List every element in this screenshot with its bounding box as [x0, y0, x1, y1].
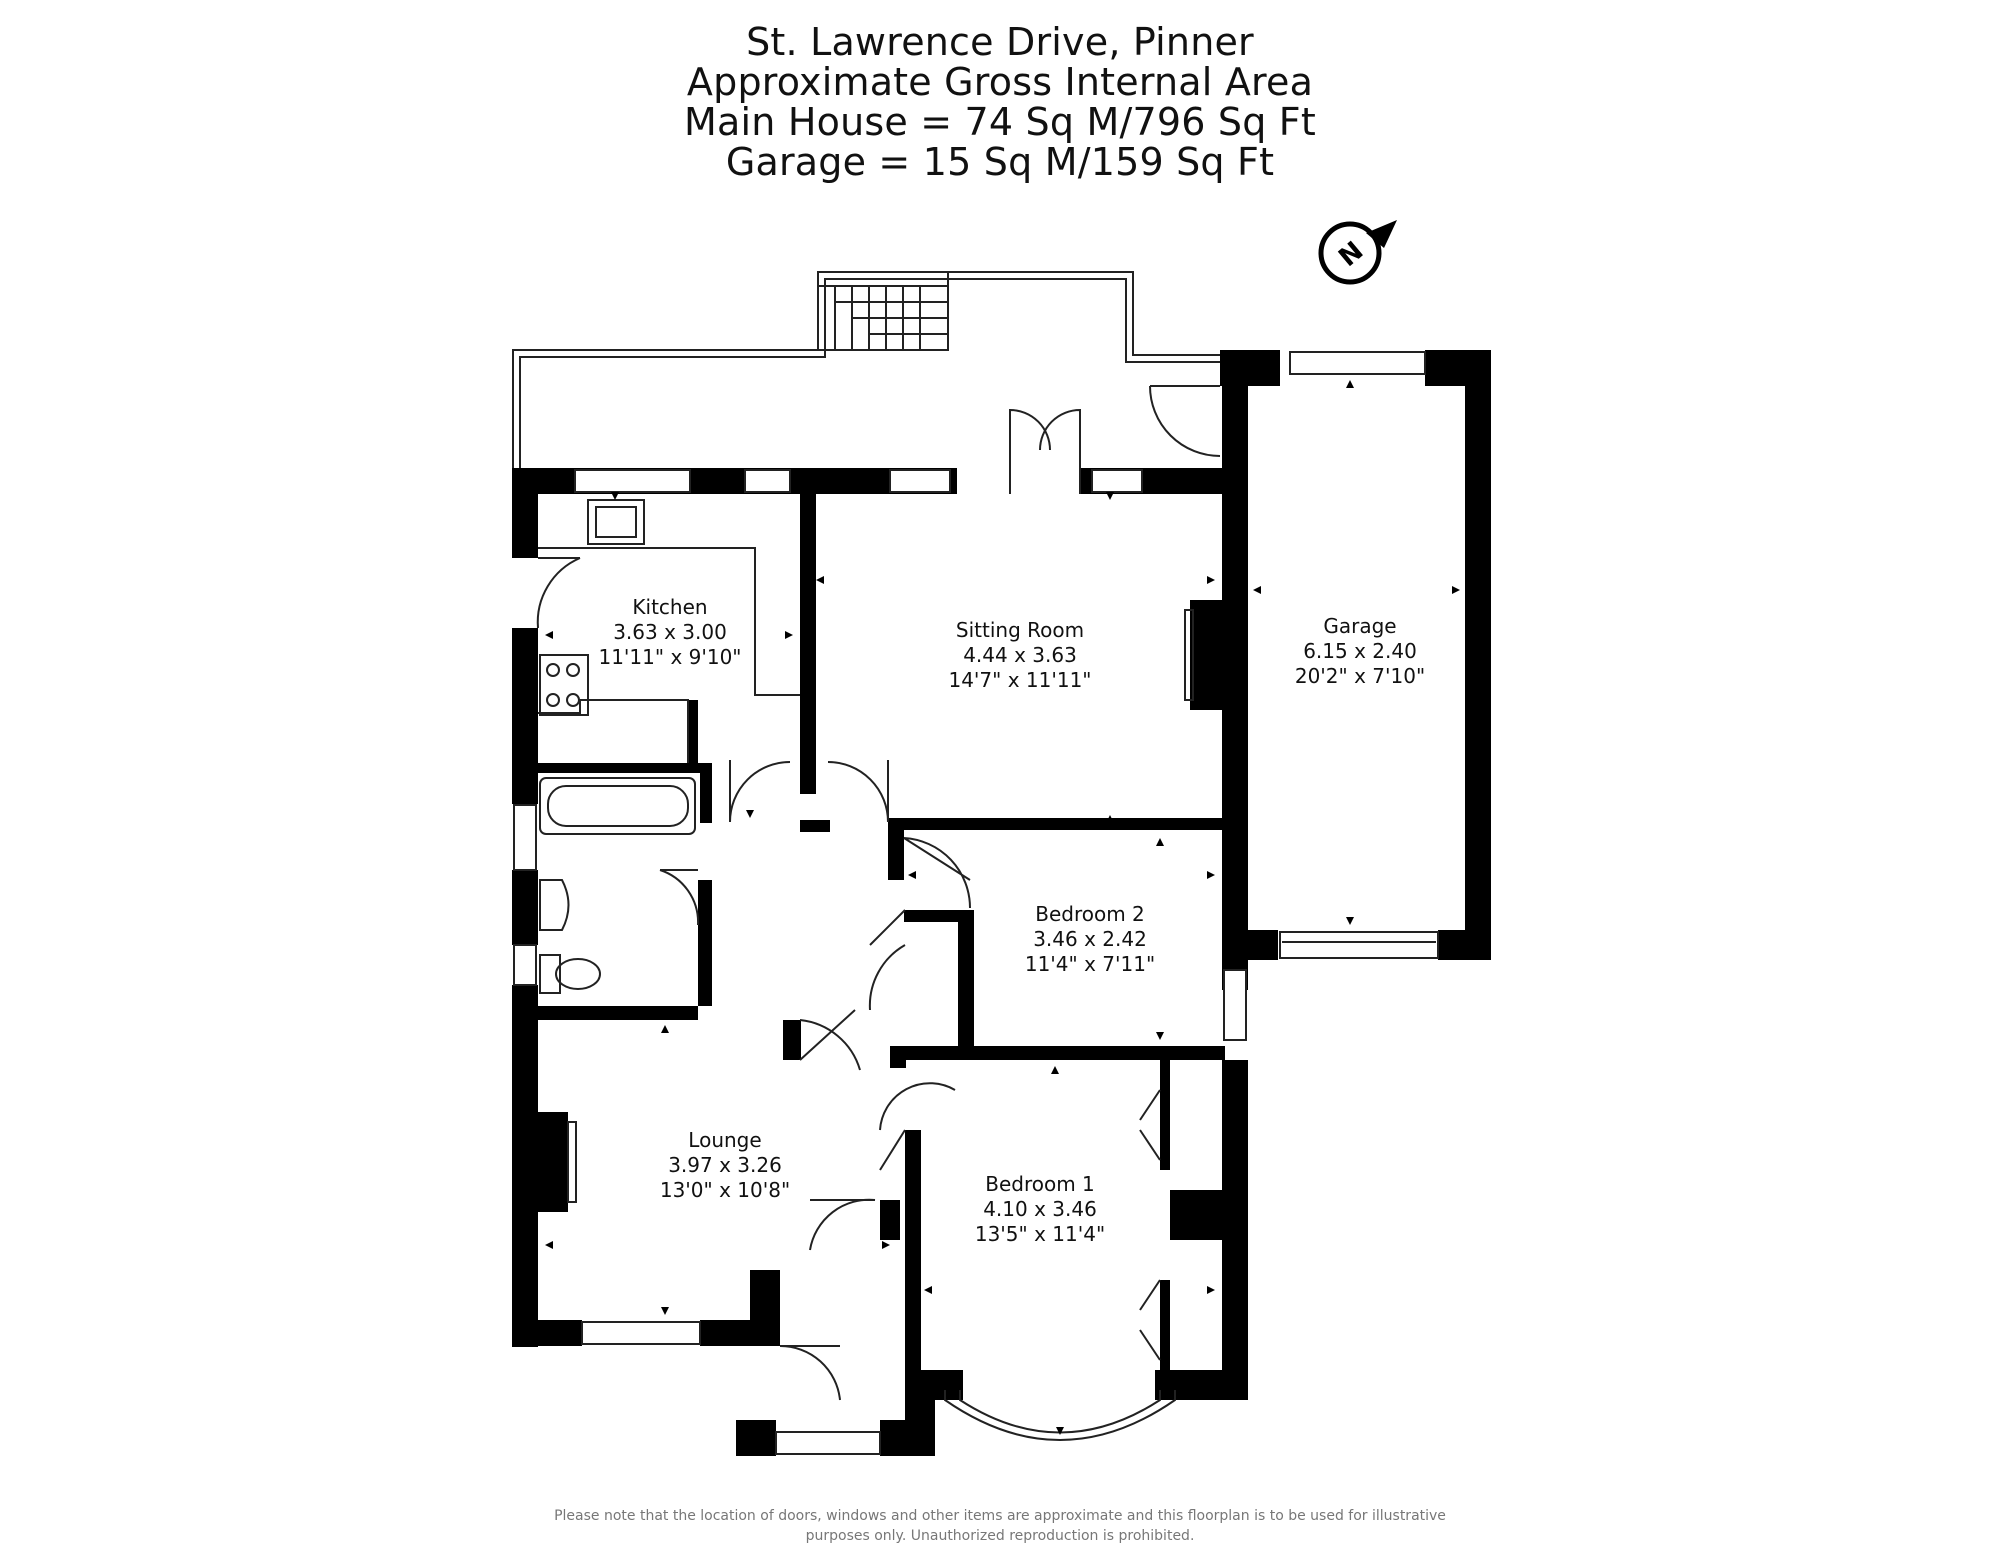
- room-kitchen: Kitchen 3.63 x 3.00 11'11" x 9'10": [590, 595, 750, 670]
- main-house-area: Main House = 74 Sq M/796 Sq Ft: [684, 100, 1316, 144]
- sitting-room-imperial: 14'7" x 11'11": [948, 668, 1092, 692]
- property-address: St. Lawrence Drive, Pinner: [746, 20, 1254, 64]
- sitting-room-metric: 4.44 x 3.63: [963, 643, 1077, 667]
- room-sitting-room: Sitting Room 4.44 x 3.63 14'7" x 11'11": [930, 618, 1110, 693]
- dimension-arrows: [545, 380, 1460, 1435]
- disclaimer-line-1: Please note that the location of doors, …: [554, 1508, 1446, 1524]
- lounge-metric: 3.97 x 3.26: [668, 1153, 782, 1177]
- disclaimer: Please note that the location of doors, …: [500, 1506, 1500, 1546]
- kitchen-metric: 3.63 x 3.00: [613, 620, 727, 644]
- bedroom2-imperial: 11'4" x 7'11": [1024, 952, 1156, 976]
- bedroom1-metric: 4.10 x 3.46: [983, 1197, 1097, 1221]
- lounge-name: Lounge: [688, 1128, 762, 1152]
- steps: [817, 271, 949, 351]
- sitting-room-name: Sitting Room: [955, 618, 1085, 642]
- bedroom2-metric: 3.46 x 2.42: [1033, 927, 1147, 951]
- bedroom1-name: Bedroom 1: [985, 1172, 1095, 1196]
- door-swings: [536, 385, 1221, 1401]
- garage-name: Garage: [1323, 614, 1397, 638]
- fixtures: [538, 499, 1436, 1203]
- compass-letter: N: [1333, 236, 1369, 273]
- kitchen-name: Kitchen: [632, 595, 708, 619]
- garage-metric: 6.15 x 2.40: [1303, 639, 1417, 663]
- title-block: St. Lawrence Drive, Pinner Approximate G…: [0, 22, 2000, 182]
- room-lounge: Lounge 3.97 x 3.26 13'0" x 10'8": [645, 1128, 805, 1203]
- bedroom1-imperial: 13'5" x 11'4": [974, 1222, 1106, 1246]
- walls: [512, 350, 1491, 1456]
- windows: [513, 351, 1439, 1455]
- compass-icon: N: [1318, 220, 1397, 285]
- room-bedroom-1: Bedroom 1 4.10 x 3.46 13'5" x 11'4": [960, 1172, 1120, 1247]
- room-garage: Garage 6.15 x 2.40 20'2" x 7'10": [1280, 614, 1440, 689]
- lounge-imperial: 13'0" x 10'8": [659, 1178, 791, 1202]
- garage-imperial: 20'2" x 7'10": [1294, 664, 1426, 688]
- room-bedroom-2: Bedroom 2 3.46 x 2.42 11'4" x 7'11": [1010, 902, 1170, 977]
- area-subtitle: Approximate Gross Internal Area: [686, 60, 1314, 104]
- disclaimer-line-2: purposes only. Unauthorized reproduction…: [805, 1528, 1195, 1544]
- bedroom2-name: Bedroom 2: [1035, 902, 1145, 926]
- garage-area: Garage = 15 Sq M/159 Sq Ft: [725, 140, 1275, 184]
- kitchen-imperial: 11'11" x 9'10": [598, 645, 742, 669]
